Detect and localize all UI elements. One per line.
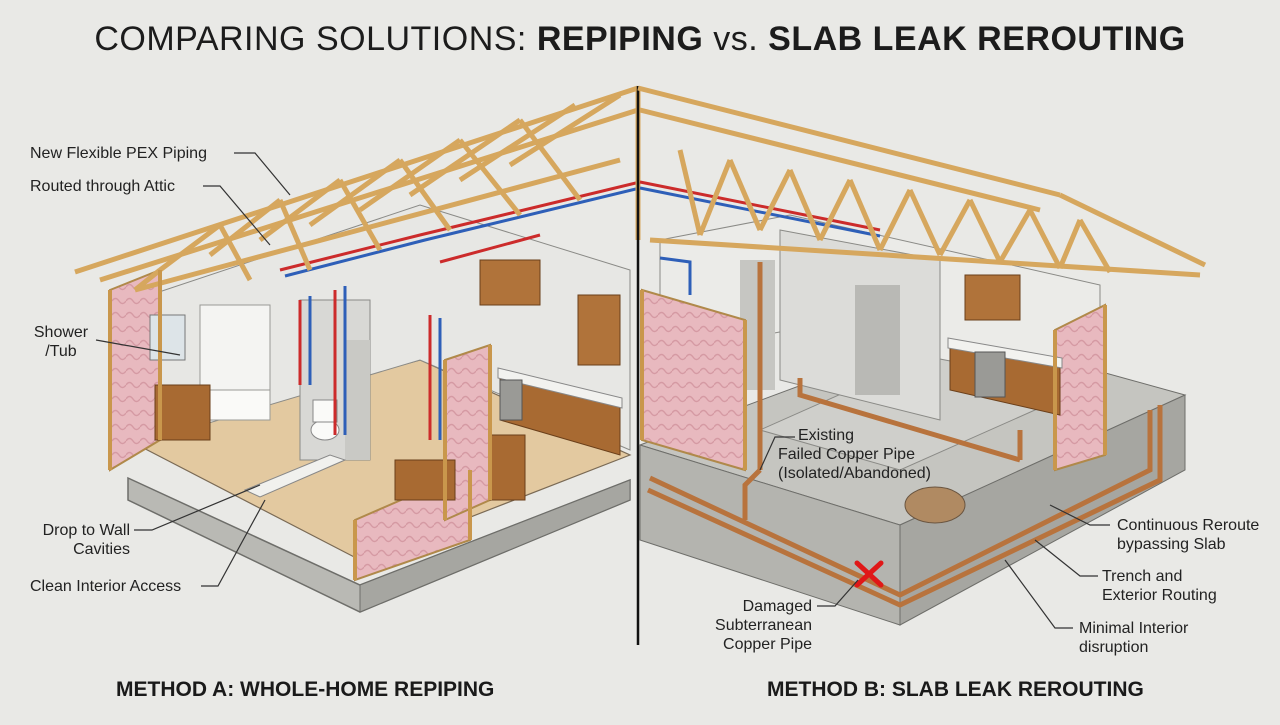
interior-doorway: [345, 340, 370, 460]
leader-pex: [234, 152, 291, 196]
damage-x-mark: [854, 560, 884, 588]
island-cabinet-2: [489, 434, 526, 501]
copper-piping: [646, 262, 1163, 608]
label-minimal-line1: Minimal Interior: [1079, 620, 1189, 637]
label-existing-pipe: Existing: [798, 426, 854, 445]
leader-lines: [95, 152, 1110, 629]
label-clean-access: Clean Interior Access: [30, 578, 182, 595]
bath-vanity: [154, 384, 211, 441]
leader-minimal: [1004, 559, 1073, 629]
left-side-wall: [109, 268, 161, 472]
label-damaged-line3: Copper Pipe: [723, 636, 812, 653]
dishwasher: [499, 379, 523, 421]
right-roof-trusses: [637, 85, 1207, 278]
kitchen-counter: [497, 367, 623, 409]
label-shower-line1: Shower: [33, 324, 89, 341]
right-pex-hot: [639, 180, 881, 232]
left-house: [74, 85, 641, 613]
right-dishwasher: [974, 351, 1006, 398]
leader-continuous: [1049, 504, 1110, 526]
right-doorway: [855, 285, 900, 395]
bathtub: [209, 389, 271, 421]
left-front-sill: [243, 454, 347, 498]
page-title: COMPARING SOLUTIONS: REPIPING vs. SLAB L…: [0, 20, 1280, 59]
label-continuous-line1: Continuous Reroute: [1117, 517, 1260, 534]
leader-clean: [201, 499, 266, 587]
label-damaged-line2: Subterranean: [715, 617, 812, 634]
title-slab-leak: SLAB LEAK REROUTING: [768, 20, 1186, 58]
title-vs: vs.: [703, 20, 769, 58]
left-foundation-front: [359, 479, 631, 613]
leader-shower: [95, 339, 181, 356]
right-house: [637, 85, 1207, 626]
method-b-caption: METHOD B: SLAB LEAK REROUTING: [767, 678, 1144, 701]
label-routed-attic: Routed through Attic: [30, 178, 175, 195]
left-wall-studs: [108, 270, 492, 580]
label-shower-tub: Shower /Tub: [22, 323, 100, 361]
slab-trench-hole: [904, 486, 966, 524]
label-existing-pipe-2: Failed Copper Pipe (Isolated/Abandoned): [778, 445, 931, 483]
title-repiping: REPIPING: [536, 20, 704, 58]
label-drop-to-wall: Drop to Wall Cavities: [20, 521, 130, 559]
pex-cold-line: [284, 186, 641, 440]
label-minimal-line2: disruption: [1079, 639, 1149, 656]
kitchen-upper-cabinet-2: [577, 294, 621, 366]
toilet-tank: [312, 399, 338, 423]
existing-copper-pipe: [742, 262, 1023, 520]
pex-hot-line: [279, 180, 641, 440]
leader-trench: [1034, 539, 1098, 577]
label-trench-line1: Trench and: [1102, 568, 1183, 585]
method-a-caption: METHOD A: WHOLE-HOME REPIPING: [116, 678, 495, 701]
leader-damaged: [817, 579, 859, 607]
label-existing-line3: (Isolated/Abandoned): [778, 465, 931, 482]
right-insulated-wall: [641, 288, 746, 472]
leader-existing: [759, 436, 795, 471]
label-damaged-pipe: Damaged Subterranean Copper Pipe: [690, 597, 812, 654]
right-pex-cold: [639, 186, 881, 295]
right-pex-attic: [639, 180, 881, 295]
label-existing-line2: Failed Copper Pipe: [778, 446, 915, 463]
label-minimal-disruption: Minimal Interior disruption: [1079, 619, 1188, 657]
continuous-reroute-pipe: [646, 405, 1163, 608]
label-drop-line2: Cavities: [73, 541, 130, 558]
label-drop-line1: Drop to Wall: [42, 522, 130, 539]
label-new-pex: New Flexible PEX Piping: [30, 145, 207, 162]
label-shower-line2: /Tub: [45, 343, 77, 360]
damaged-subterranean-pipe: [648, 410, 1153, 598]
leader-drop: [134, 484, 261, 531]
label-trench-exterior: Trench and Exterior Routing: [1102, 567, 1217, 605]
right-end-insulated-wall: [1054, 303, 1106, 472]
kitchen-upper-cabinet: [479, 259, 541, 306]
right-upper-cabinet: [964, 274, 1021, 321]
pex-piping: [279, 180, 641, 440]
label-trench-line2: Exterior Routing: [1102, 587, 1217, 604]
title-prefix: COMPARING SOLUTIONS:: [94, 20, 537, 58]
label-continuous-line2: bypassing Slab: [1117, 536, 1226, 553]
label-damaged-line1: Damaged: [742, 598, 812, 615]
label-continuous-reroute: Continuous Reroute bypassing Slab: [1117, 516, 1259, 554]
right-wall-studs: [640, 290, 1107, 470]
leader-attic: [203, 185, 271, 246]
label-existing-line1: Existing: [798, 427, 855, 444]
